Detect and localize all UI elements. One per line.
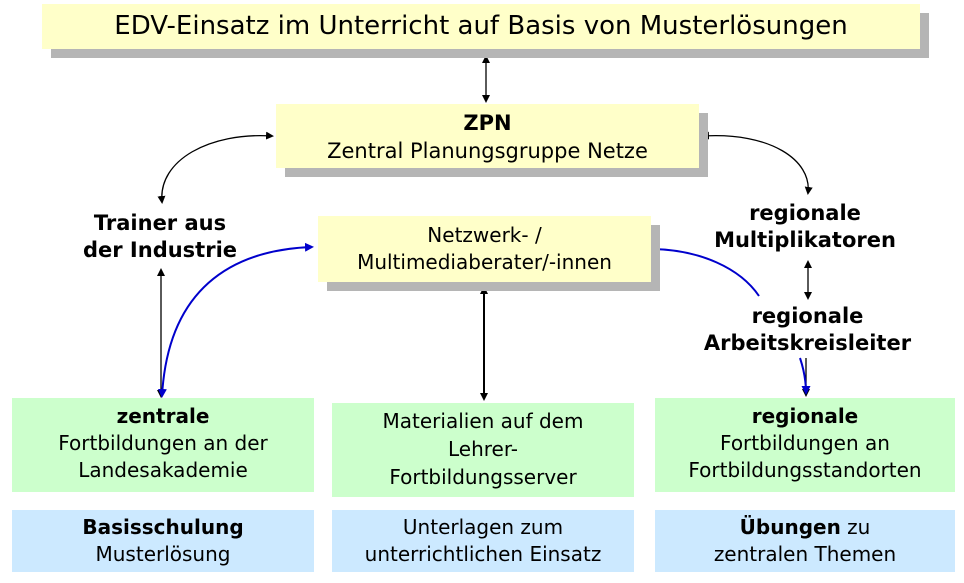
materialien-line3: Fortbildungsserver	[389, 465, 577, 489]
arrow-netzwerk-zentrale	[157, 242, 314, 398]
regionale-arbeitskreisleiter-line2: Arbeitskreisleiter	[703, 331, 912, 355]
zentrale-heading: zentrale	[116, 404, 210, 428]
regionale-arbeitskreisleiter-label: regionale Arbeitskreisleiter	[690, 303, 925, 357]
diagram-title-text: EDV-Einsatz im Unterricht auf Basis von …	[114, 11, 848, 41]
unterlagen-line1: Unterlagen zum	[402, 515, 564, 539]
regionale-line1: Fortbildungen an	[720, 431, 890, 455]
netzwerk-box: Netzwerk- / Multimediaberater/-innen	[318, 216, 651, 282]
uebungen-heading: Übungen	[739, 515, 841, 539]
unterlagen-box: Unterlagen zum unterrichtlichen Einsatz	[332, 510, 634, 572]
regionale-fortbildungen-box: regionale Fortbildungen an Fortbildungss…	[655, 398, 955, 492]
regionale-multiplikatoren-line1: regionale	[749, 201, 861, 225]
trainer-line1: Trainer aus	[93, 211, 227, 235]
basisschulung-box: Basisschulung Musterlösung	[12, 510, 314, 572]
zpn-subtitle: Zentral Planungsgruppe Netze	[327, 139, 648, 163]
trainer-label: Trainer aus der Industrie	[60, 210, 260, 264]
uebungen-heading-line: Übungen zu	[655, 514, 955, 541]
basisschulung-line1: Musterlösung	[95, 542, 231, 566]
materialien-line1: Materialien auf dem	[382, 409, 584, 433]
materialien-box: Materialien auf dem Lehrer- Fortbildungs…	[332, 403, 634, 497]
basisschulung-heading: Basisschulung	[82, 515, 244, 539]
arrow-arbeitskreisleiter-regionale-blue	[799, 357, 811, 395]
uebungen-box: Übungen zu zentralen Themen	[655, 510, 955, 572]
netzwerk-line2: Multimediaberater/-innen	[357, 250, 612, 274]
zentrale-fortbildungen-box: zentrale Fortbildungen an der Landesakad…	[12, 398, 314, 492]
trainer-line2: der Industrie	[82, 238, 238, 262]
regionale-heading: regionale	[751, 404, 859, 428]
netzwerk-line1: Netzwerk- /	[427, 223, 542, 247]
diagram-title: EDV-Einsatz im Unterricht auf Basis von …	[42, 4, 920, 49]
zpn-box: ZPN Zentral Planungsgruppe Netze	[276, 104, 699, 168]
regionale-line2: Fortbildungsstandorten	[688, 458, 922, 482]
arrow-zpn-multiplikatoren	[701, 131, 813, 195]
materialien-line2: Lehrer-	[447, 437, 519, 461]
arrow-zpn-trainer	[157, 131, 274, 204]
zentrale-line2: Landesakademie	[78, 458, 248, 482]
zpn-heading: ZPN	[463, 111, 512, 135]
arrow-netzwerk-arbeitskreisleiter	[651, 244, 760, 297]
regionale-multiplikatoren-label: regionale Multiplikatoren	[700, 200, 910, 254]
regionale-multiplikatoren-line2: Multiplikatoren	[714, 228, 896, 252]
uebungen-line1: zentralen Themen	[713, 542, 897, 566]
unterlagen-line2: unterrichtlichen Einsatz	[364, 542, 602, 566]
regionale-arbeitskreisleiter-line1: regionale	[751, 304, 864, 328]
uebungen-heading-rest: zu	[840, 515, 871, 539]
zentrale-line1: Fortbildungen an der	[58, 431, 268, 455]
